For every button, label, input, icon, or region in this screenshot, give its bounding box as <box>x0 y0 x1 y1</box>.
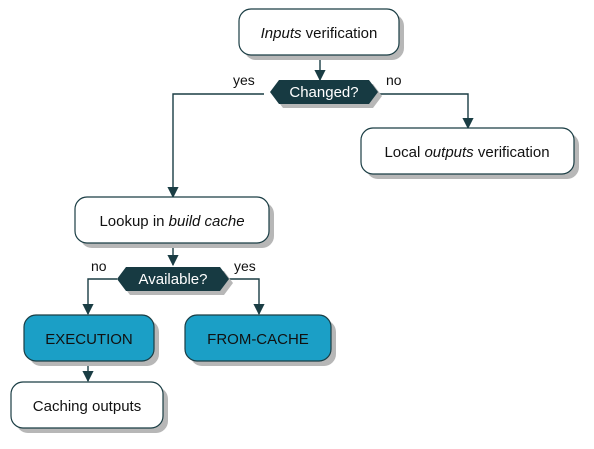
node-box <box>238 8 400 56</box>
edge-available-yes-to-from-cache <box>229 278 265 316</box>
node-execution: EXECUTION <box>23 314 159 366</box>
node-label-emphasis: build cache <box>169 213 245 230</box>
decision-shape <box>117 267 229 291</box>
node-label-rest: verification <box>302 25 378 42</box>
node-label-emphasis: Inputs <box>261 25 302 42</box>
node-from-cache: FROM-CACHE <box>184 314 336 366</box>
edge-label-changed-yes: yes <box>233 72 255 88</box>
node-inputs-verification: Inputs verification <box>238 8 404 60</box>
decision-shape <box>270 80 378 104</box>
node-label: EXECUTION <box>45 331 133 348</box>
node-box <box>23 314 155 362</box>
node-box <box>10 381 164 429</box>
edge-available-no-to-execution <box>82 278 117 316</box>
edge-changed-yes-to-lookup <box>167 93 264 199</box>
node-label-rest: verification <box>474 144 550 161</box>
node-label: FROM-CACHE <box>207 331 309 348</box>
decision-label: Available? <box>139 271 208 288</box>
edge-label-changed-no: no <box>386 72 402 88</box>
edge-label-available-yes: yes <box>234 258 256 274</box>
decision-label: Changed? <box>289 84 358 101</box>
node-box <box>360 127 575 175</box>
node-lookup-build-cache: Lookup in build cache <box>74 196 274 248</box>
node-label-pre: Lookup in <box>99 213 168 230</box>
decision-changed: Changed? <box>270 80 382 108</box>
node-label: Inputs verification <box>261 25 378 42</box>
node-label: Local outputs verification <box>384 144 549 161</box>
decision-available: Available? <box>117 267 233 295</box>
node-caching-outputs: Caching outputs <box>10 381 168 433</box>
node-label-emphasis: outputs <box>424 144 474 161</box>
node-local-outputs-verification: Local outputs verification <box>360 127 579 179</box>
node-label-pre: Local <box>384 144 424 161</box>
edge-label-available-no: no <box>91 258 107 274</box>
connectors <box>82 60 474 383</box>
edge-changed-no-to-local-outputs <box>376 93 474 130</box>
node-box <box>74 196 270 244</box>
node-box <box>184 314 332 362</box>
node-label: Lookup in build cache <box>99 213 244 230</box>
node-label: Caching outputs <box>33 398 141 415</box>
